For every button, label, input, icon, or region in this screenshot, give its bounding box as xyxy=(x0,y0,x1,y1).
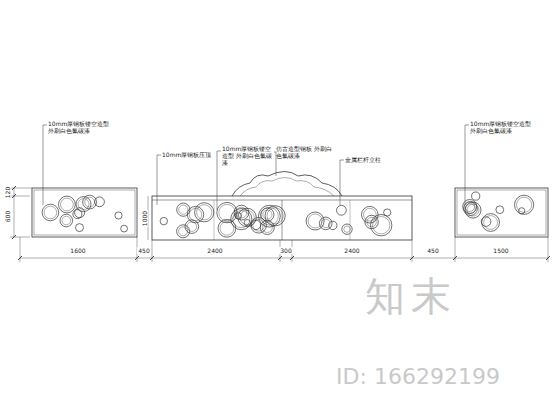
dimension: 600 xyxy=(4,209,11,222)
dimension: 1000 xyxy=(142,209,149,226)
dimension: 450 xyxy=(137,247,150,254)
dimension: 2400 xyxy=(343,247,360,254)
watermark: 知末 xyxy=(365,269,457,324)
callout-note: 10mm厚钢板镂空造型 外刷白色氟碳漆 xyxy=(222,146,274,167)
dimension: 120 xyxy=(4,185,11,198)
dimension: 1500 xyxy=(492,247,509,254)
dimension: 2400 xyxy=(206,247,223,254)
callout-note: 10mm厚钢板压顶 xyxy=(162,152,214,159)
callout-note: 金属栏杆立柱 xyxy=(345,157,395,164)
callout-note: 仿古造型钢板 外刷白色氟碳漆 xyxy=(276,146,336,160)
callout-note: 10mm厚钢板镂空造型 外刷白色氟碳漆 xyxy=(470,121,534,135)
callout-note: 10mm厚钢板镂空造型 外刷白色氟碳漆 xyxy=(48,121,112,135)
watermark: ID: 166292199 xyxy=(336,364,500,389)
dimension: 1600 xyxy=(69,247,86,254)
dimension: 450 xyxy=(426,247,439,254)
dimension: 300 xyxy=(279,247,292,254)
